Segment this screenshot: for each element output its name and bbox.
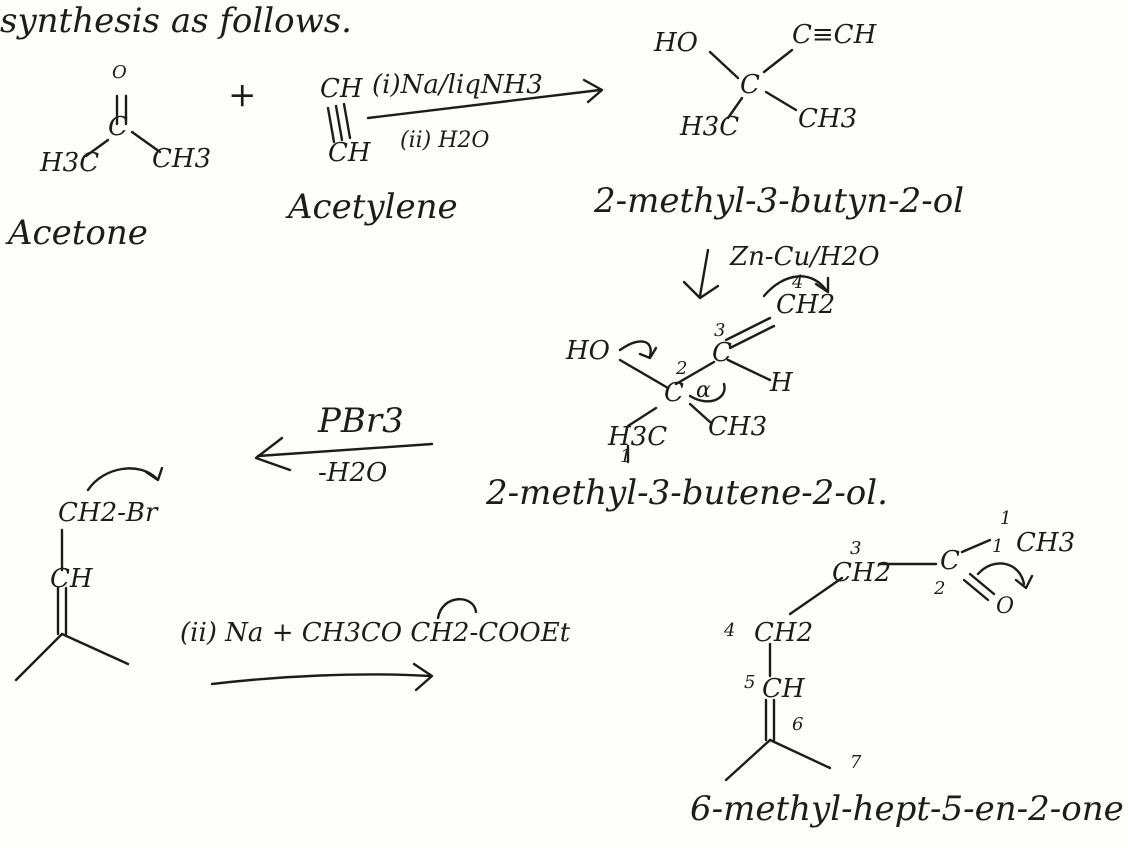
butynol-hydroxyl: HO bbox=[654, 28, 698, 58]
butynol-left-methyl: H3C bbox=[680, 112, 740, 142]
butenol-name: 2-methyl-3-butene-2-ol. bbox=[486, 473, 888, 513]
heptenone-locant-1: 1 bbox=[992, 536, 1004, 557]
arrow-step2 bbox=[682, 248, 720, 300]
heptenone-locant-3: 3 bbox=[850, 538, 862, 559]
acetone-bonds bbox=[84, 94, 162, 158]
arrow-step3 bbox=[254, 436, 434, 472]
bromide-ch2br: CH2-Br bbox=[58, 498, 158, 528]
heptenone-name: 6-methyl-hept-5-en-2-one bbox=[690, 789, 1124, 829]
heptenone-terminal-methyl: CH3 bbox=[1016, 528, 1076, 558]
butenol-hydroxyl: HO bbox=[566, 336, 610, 366]
reagent-minus-water: -H2O bbox=[318, 458, 388, 488]
butenol-right-methyl: CH3 bbox=[708, 412, 768, 442]
acetone-carbon: C bbox=[108, 112, 128, 142]
bromide-ch: CH bbox=[50, 564, 93, 594]
butenol-methylene: CH2 bbox=[776, 290, 836, 320]
butynol-carbon: C bbox=[740, 70, 760, 100]
butenol-alpha: α bbox=[696, 378, 711, 403]
arrow-step1 bbox=[366, 78, 604, 120]
heptenone-locant-4: 4 bbox=[724, 620, 736, 641]
heptenone-ch: CH bbox=[762, 674, 805, 704]
heptenone-oxygen: O bbox=[996, 594, 1015, 619]
butenol-left-methyl: H3C bbox=[608, 422, 668, 452]
heptenone-locant-6: 6 bbox=[792, 714, 804, 735]
acetone-oxygen: O bbox=[112, 62, 127, 83]
butynol-alkyne: C≡CH bbox=[792, 20, 877, 50]
acetylene-top: CH bbox=[320, 74, 363, 104]
acetone-right-methyl: CH3 bbox=[152, 144, 212, 174]
acetone-left-methyl: H3C bbox=[40, 148, 100, 178]
acetone-name: Acetone bbox=[8, 213, 148, 253]
butenol-bonds bbox=[618, 275, 830, 464]
page-heading: synthesis as follows. bbox=[0, 1, 352, 41]
heptenone-ch2-c3: CH2 bbox=[832, 558, 892, 588]
butynol-name: 2-methyl-3-butyn-2-ol bbox=[594, 181, 965, 221]
butenol-locant-3: 3 bbox=[714, 320, 726, 341]
butenol-locant-4: 4 bbox=[792, 272, 804, 293]
reagent-zn-cu: Zn-Cu/H2O bbox=[730, 242, 880, 272]
heptenone-locant-5: 5 bbox=[744, 672, 756, 693]
heptenone-bonds bbox=[724, 538, 1034, 782]
bromide-bonds bbox=[14, 466, 164, 682]
heptenone-ch2-c4: CH2 bbox=[754, 618, 814, 648]
butenol-hydrogen: H bbox=[770, 368, 793, 398]
butynol-right-methyl: CH3 bbox=[798, 104, 858, 134]
reagent-na-nh3: (i)Na/liqNH3 bbox=[372, 70, 543, 100]
butynol-bonds bbox=[708, 48, 798, 120]
arrow-step4 bbox=[210, 597, 478, 692]
plus-sign: + bbox=[228, 75, 257, 115]
acetylene-name: Acetylene bbox=[288, 187, 458, 227]
reagent-acetoacetate: (ii) Na + CH3CO CH2-COOEt bbox=[180, 618, 571, 648]
reagent-pbr3: PBr3 bbox=[318, 401, 404, 441]
butenol-carbon-3: C bbox=[712, 338, 732, 368]
heptenone-tick-mark: 1 bbox=[1000, 508, 1012, 529]
reagent-water: (ii) H2O bbox=[400, 128, 490, 153]
acetylene-bottom: CH bbox=[328, 138, 371, 168]
heptenone-carbonyl-carbon: C bbox=[940, 546, 960, 576]
butenol-carbon-2: C bbox=[664, 378, 684, 408]
butenol-locant-2: 2 bbox=[676, 358, 688, 379]
heptenone-locant-2: 2 bbox=[934, 578, 946, 599]
heptenone-locant-7: 7 bbox=[850, 752, 862, 773]
acetylene-triple-bond bbox=[326, 102, 352, 144]
butenol-tick-mark: 1 bbox=[620, 446, 632, 467]
